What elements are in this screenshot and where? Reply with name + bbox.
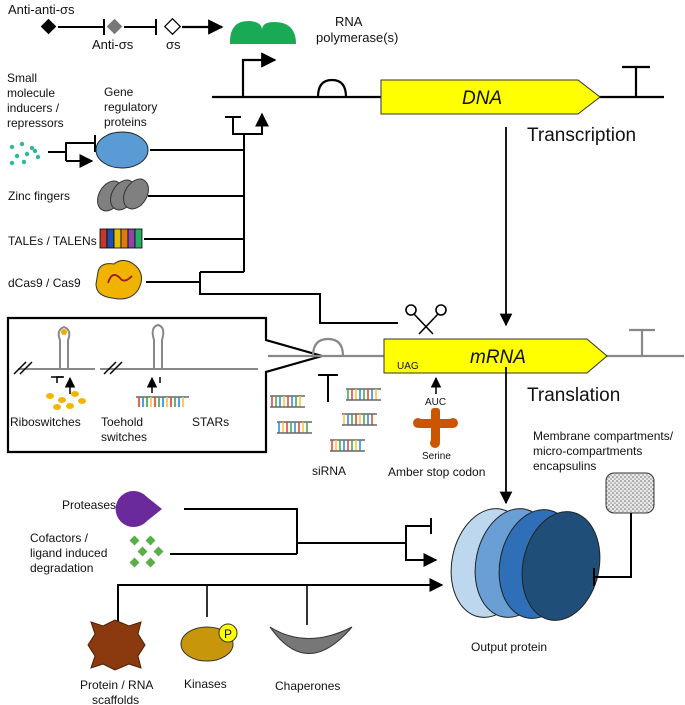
sirna-shapes bbox=[270, 388, 381, 452]
kinases-label: Kinases bbox=[184, 677, 227, 691]
cofactors-line-2: ligand induced bbox=[30, 546, 107, 560]
small-molecule-line-2: molecule bbox=[7, 86, 55, 100]
cofactors-line-1: Cofactors / bbox=[30, 531, 89, 545]
dna-label: DNA bbox=[462, 88, 502, 109]
cofactors-line-3: degradation bbox=[30, 561, 93, 575]
membrane-line-1: Membrane compartments/ bbox=[533, 429, 674, 443]
mrna-gene-box bbox=[383, 338, 608, 374]
dcas9-shape bbox=[95, 260, 142, 300]
dna-gene-box bbox=[380, 79, 601, 115]
scaffolds-line-2: scaffolds bbox=[92, 693, 139, 705]
zinc-fingers-label: Zinc fingers bbox=[8, 189, 70, 203]
sigma-cascade: Anti-anti-σs Anti-σs σs RNA polymerase(s… bbox=[8, 2, 398, 52]
anti-anti-sigma-diamond bbox=[40, 18, 57, 35]
star-rna-shape bbox=[136, 396, 189, 407]
sigma-diamond bbox=[163, 17, 182, 36]
phosphate-label: P bbox=[224, 627, 232, 641]
auc-anticodon-label: AUC bbox=[425, 397, 446, 408]
membrane-line-3: encapsulins bbox=[533, 459, 596, 473]
dcas9-label: dCas9 / Cas9 bbox=[8, 276, 81, 290]
protease-pacman-shape bbox=[115, 491, 162, 527]
riboswitches-label: Riboswitches bbox=[10, 415, 81, 429]
proteases-label: Proteases bbox=[62, 498, 116, 512]
uag-codon-label: UAG bbox=[397, 361, 419, 372]
mrna-label: mRNA bbox=[470, 347, 526, 368]
promoter-arrow bbox=[241, 52, 277, 97]
protein-level: Proteases Cofactors / ligand induced deg… bbox=[30, 429, 674, 705]
toehold-line-2: switches bbox=[101, 430, 147, 444]
rna-polymerase-label-2: polymerase(s) bbox=[316, 30, 398, 45]
anti-sigma-diamond bbox=[106, 18, 123, 35]
trna-shape bbox=[413, 408, 458, 448]
chaperones-label: Chaperones bbox=[275, 679, 340, 693]
compartment-shape bbox=[605, 472, 655, 514]
dna-construct: DNA Transcription bbox=[212, 52, 664, 327]
riboswitch-ligand-dots bbox=[46, 391, 86, 410]
sirna-label: siRNA bbox=[312, 464, 346, 478]
rna-switch-inset: Riboswitches Toehold switches STARs bbox=[6, 316, 327, 454]
rbs-symbol bbox=[316, 78, 348, 98]
rna-polymerase-label-1: RNA bbox=[335, 14, 363, 29]
translation-label: Translation bbox=[527, 385, 620, 406]
toehold-line-1: Toehold bbox=[101, 415, 143, 429]
stars-label: STARs bbox=[192, 415, 229, 429]
transcription-label: Transcription bbox=[527, 125, 636, 146]
zinc-finger-shape bbox=[97, 178, 149, 212]
chaperone-shape bbox=[269, 626, 353, 654]
phosphate-icon bbox=[218, 623, 238, 643]
amber-stop-codon-label: Amber stop codon bbox=[388, 465, 485, 479]
small-molecule-dots bbox=[9, 141, 41, 166]
small-molecule-line-1: Small bbox=[7, 71, 37, 85]
scissors-icon bbox=[405, 304, 447, 335]
rna-polymerase-shape bbox=[229, 20, 296, 44]
scaffold-shape bbox=[87, 619, 146, 671]
scaffolds-line-1: Protein / RNA bbox=[80, 678, 153, 692]
anti-sigma-label: Anti-σs bbox=[92, 37, 134, 52]
anti-anti-sigma-label: Anti-anti-σs bbox=[8, 2, 75, 17]
tale-shape bbox=[99, 228, 143, 249]
small-molecule-line-3: inducers / bbox=[7, 101, 60, 115]
serine-label: Serine bbox=[422, 451, 451, 462]
small-molecule-line-4: repressors bbox=[7, 116, 64, 130]
output-protein-label: Output protein bbox=[471, 640, 547, 654]
gene-regulatory-line-2: regulatory bbox=[104, 100, 157, 114]
mrna-construct: mRNA UAG Translation siRNA AUC Serine Am… bbox=[268, 328, 684, 505]
mrna-rbs-symbol bbox=[311, 337, 345, 357]
output-protein-shape bbox=[450, 508, 601, 621]
gene-regulatory-protein-shape bbox=[95, 131, 149, 169]
gene-regulatory-line-3: proteins bbox=[104, 115, 147, 129]
cofactor-diamonds bbox=[129, 535, 164, 568]
gene-regulatory-line-1: Gene bbox=[104, 85, 134, 99]
tales-label: TALEs / TALENs bbox=[8, 234, 97, 248]
sigma-label: σs bbox=[166, 37, 181, 52]
membrane-line-2: micro-compartments bbox=[533, 444, 642, 458]
regulators: Small molecule inducers / repressors Gen… bbox=[7, 71, 447, 335]
